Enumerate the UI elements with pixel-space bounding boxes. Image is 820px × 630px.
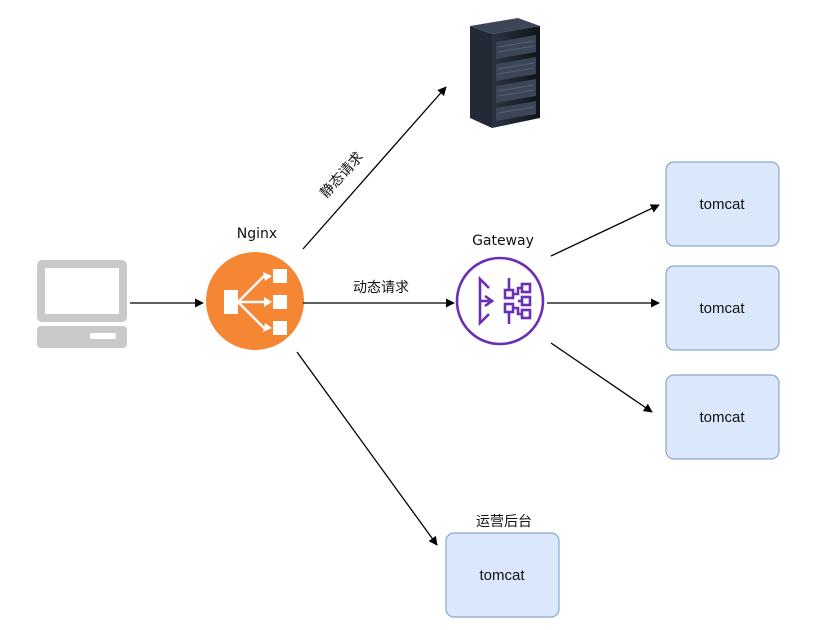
tomcat-4-label: tomcat — [479, 567, 525, 584]
tomcat-box-3: tomcat — [665, 374, 780, 460]
tomcat-2-label: tomcat — [699, 300, 745, 317]
gateway-label: Gateway — [472, 233, 534, 249]
tomcat-1-label: tomcat — [699, 196, 745, 213]
edge-gateway-tomcat-1 — [550, 204, 660, 257]
tomcat-box-2: tomcat — [665, 265, 780, 351]
laptop-icon — [37, 260, 127, 348]
edge-gateway-tomcat-3 — [550, 342, 653, 413]
tomcat-box-4: tomcat — [445, 532, 560, 618]
load-balancer-icon — [206, 252, 304, 350]
tomcat-3-label: tomcat — [699, 409, 745, 426]
dynamic-request-label: 动态请求 — [353, 280, 409, 296]
backend-group-label: 运营后台 — [476, 514, 532, 530]
api-gateway-icon — [455, 256, 545, 346]
edge-nginx-backend — [296, 351, 438, 546]
static-request-label: 静态请求 — [317, 149, 366, 201]
tomcat-box-1: tomcat — [665, 161, 780, 247]
nginx-label: Nginx — [237, 226, 277, 242]
server-rack-icon — [470, 18, 540, 128]
edge-static-request — [302, 86, 447, 250]
